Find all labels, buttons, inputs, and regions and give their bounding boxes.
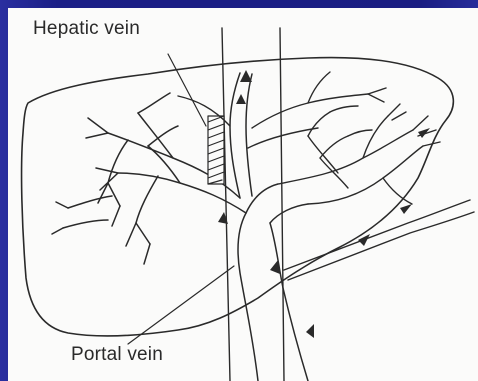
portal-vein-label: Portal vein	[71, 344, 163, 366]
reference-line-right	[280, 28, 284, 381]
portal-vein-right-branches	[278, 104, 440, 204]
right-exit-vessel	[284, 200, 470, 270]
arrow-right-2	[400, 204, 412, 214]
portal-vein-leader	[128, 266, 234, 344]
hepatic-vein-central	[230, 73, 252, 198]
reference-line-left	[222, 28, 230, 381]
liver-vasculature-diagram	[8, 8, 478, 381]
hepatic-vein-leader	[168, 54, 206, 126]
hepatic-vein-label: Hepatic vein	[33, 18, 140, 40]
portal-vein-trunk	[238, 184, 308, 381]
hepatic-vein-hatched-segment	[208, 116, 224, 184]
arrow-ivc-up	[240, 70, 252, 82]
arrow-ivc-up-2	[236, 94, 246, 104]
diagram-panel: Hepatic vein Portal vein	[8, 8, 478, 381]
arrow-portal-2	[306, 324, 314, 338]
right-exit-vessel-2	[288, 212, 474, 280]
